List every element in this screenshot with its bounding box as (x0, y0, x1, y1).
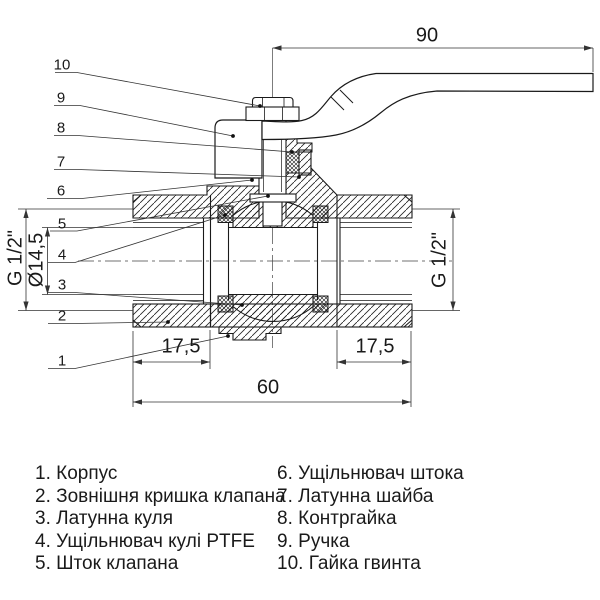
part-item-1: 1. Корпус (35, 463, 118, 484)
part-item-4: 4. Ущільнювач кулі PTFE (35, 530, 255, 552)
callout-9: 9 (56, 89, 66, 107)
handle-lever (261, 72, 594, 141)
dim-bore: Ø14,5 (25, 232, 48, 288)
bend-mark (330, 96, 345, 111)
dim-thread-left: G 1/2" (4, 229, 27, 287)
dimension-lines (18, 45, 594, 407)
part-item-6: 6. Ущільнювач штока (277, 463, 464, 484)
part-item-3: 3. Латунна куля (35, 508, 173, 529)
part-item-10: 10. Гайка гвинта (277, 553, 421, 574)
callout-7: 7 (56, 153, 66, 171)
stem-seal (285, 151, 300, 174)
callout-3: 3 (57, 276, 67, 294)
callout-10: 10 (53, 56, 71, 74)
callout-6: 6 (56, 182, 66, 200)
dim-handle-length: 90 (415, 24, 439, 47)
callout-leaders (47, 72, 300, 369)
parts-list-column-left: 1. Корпус 2. Зовнішня кришка клапана 3. … (35, 463, 286, 576)
callout-dots (166, 104, 301, 338)
part-item-7: 7. Латунна шайба (277, 485, 434, 507)
dim-thread-right: G 1/2" (428, 231, 451, 289)
part-item-8: 8. Контргайка (277, 508, 397, 529)
dim-port-left: 17,5 (161, 335, 201, 358)
bore-lines (133, 195, 412, 327)
callout-4: 4 (57, 246, 67, 264)
callout-5: 5 (57, 215, 67, 233)
part-item-2: 2. Зовнішня кришка клапана (35, 485, 286, 507)
part-item-9: 9. Ручка (277, 530, 350, 552)
dim-body-length: 60 (256, 376, 280, 399)
dim-port-right: 17,5 (355, 335, 395, 358)
bend-mark (339, 89, 354, 104)
parts-list-column-right: 6. Ущільнювач штока 7. Латунна шайба 8. … (277, 463, 464, 576)
stem-nut (245, 96, 300, 122)
callout-2: 2 (57, 307, 67, 325)
part-item-5: 5. Шток клапана (35, 553, 179, 574)
callout-1: 1 (57, 352, 67, 370)
callout-8: 8 (56, 119, 66, 137)
